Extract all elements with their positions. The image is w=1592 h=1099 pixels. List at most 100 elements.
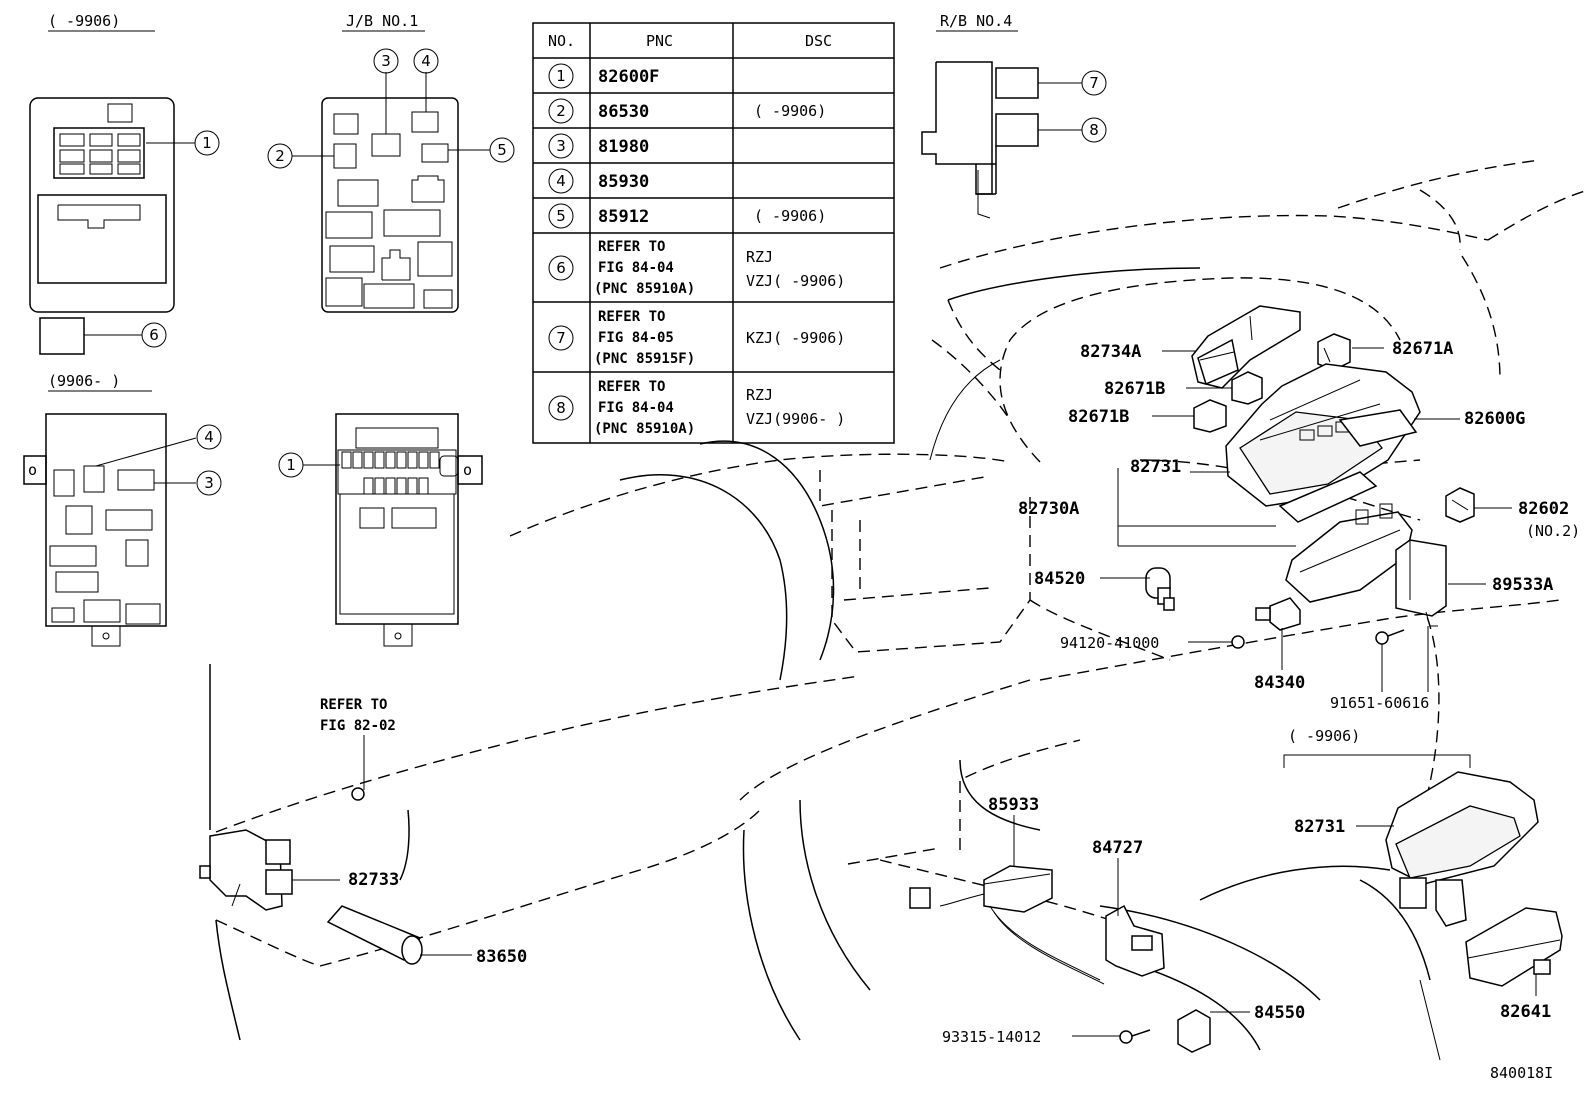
label-83650: 83650 — [476, 947, 527, 967]
callout-5: 5 — [497, 141, 507, 159]
header-rb-no4: R/B NO.4 — [940, 12, 1012, 30]
header-top-left-range: ( -9906) — [48, 12, 120, 30]
callout-3-late: 3 — [204, 474, 214, 492]
table-row-pnc: FIG 84-05 — [598, 330, 674, 346]
label-82733: 82733 — [348, 870, 399, 890]
diagram-code: 840018I — [1490, 1064, 1553, 1082]
part-82600G-junction-block — [1225, 363, 1421, 507]
table-row-pnc: FIG 84-04 — [598, 400, 674, 416]
label-82641: 82641 — [1500, 1002, 1551, 1022]
part-84520-switch — [1145, 567, 1175, 611]
part-82734A-relay — [1191, 305, 1301, 389]
part-refer-bolt — [351, 787, 365, 801]
table-row-pnc: 81980 — [598, 137, 649, 157]
table-row-number: 1 — [556, 67, 566, 85]
junction-block-late: o 4 3 — [23, 413, 222, 647]
table-row-pnc: (PNC 85910A) — [594, 281, 695, 297]
callout-4-late: 4 — [204, 428, 214, 446]
junction-block-early: 1 6 — [29, 97, 220, 355]
relay-block-late: o 1 — [278, 413, 483, 647]
part-84550-switch — [1177, 1009, 1211, 1053]
label-82671A: 82671A — [1392, 339, 1453, 359]
table-row-pnc: REFER TO — [598, 309, 665, 325]
part-83650-lighter — [326, 905, 423, 965]
table-row-pnc: 85912 — [598, 207, 649, 227]
table-row-dsc: RZJ — [746, 248, 773, 266]
callout-6: 6 — [149, 326, 159, 344]
label-fig-82-02: FIG 82-02 — [320, 718, 396, 734]
pnc-table: NO. PNC DSC 1 82600F 2 86530 ( -9906) 3 … — [532, 22, 895, 444]
callout-4: 4 — [421, 52, 431, 70]
dashboard-solid — [209, 267, 1441, 1061]
callout-7: 7 — [1089, 74, 1099, 92]
label-89533A: 89533A — [1492, 575, 1553, 595]
table-row-pnc: REFER TO — [598, 379, 665, 395]
label-94120-41000: 94120-41000 — [1060, 634, 1159, 652]
part-84727-bracket — [1105, 904, 1165, 977]
jb-no1: 3 4 2 5 — [267, 48, 515, 313]
table-row-number: 4 — [556, 172, 566, 190]
table-row-dsc: RZJ — [746, 386, 773, 404]
part-82641-module — [1465, 907, 1563, 987]
part-82731-module — [1278, 471, 1378, 523]
label-82600G: 82600G — [1464, 409, 1525, 429]
part-89533A-control-unit — [1395, 539, 1447, 627]
header-bottom-right-range: ( -9906) — [1288, 727, 1360, 745]
label-85933: 85933 — [988, 795, 1039, 815]
table-row-pnc: 85930 — [598, 172, 649, 192]
col-header-no: NO. — [548, 32, 575, 50]
label-82730A: 82730A — [1018, 499, 1079, 519]
table-row-dsc: VZJ( -9906) — [746, 272, 845, 290]
leader-lines — [292, 347, 1537, 1037]
part-82733-relay-block — [199, 829, 293, 911]
label-84520: 84520 — [1034, 569, 1085, 589]
part-82602-relay — [1445, 487, 1475, 523]
label-82602-sub: (NO.2) — [1526, 522, 1580, 540]
table-row-number: 7 — [556, 329, 566, 347]
table-row-number: 8 — [556, 399, 566, 417]
table-row-number: 6 — [556, 259, 566, 277]
callout-2: 2 — [275, 147, 285, 165]
table-row-number: 3 — [556, 137, 566, 155]
table-row-pnc: FIG 84-04 — [598, 260, 674, 276]
part-84340-switch — [1255, 597, 1301, 631]
table-row-number: 2 — [556, 102, 566, 120]
part-82671B-relay-2 — [1193, 399, 1227, 433]
label-84727: 84727 — [1092, 838, 1143, 858]
part-91651-bolt — [1375, 629, 1405, 645]
label-82602: 82602 — [1518, 499, 1569, 519]
label-91651-60616: 91651-60616 — [1330, 694, 1429, 712]
label-84550: 84550 — [1254, 1003, 1305, 1023]
callout-8: 8 — [1089, 121, 1099, 139]
svg-text:o: o — [28, 461, 37, 479]
label-82671B-1: 82671B — [1104, 379, 1165, 399]
table-row-pnc: (PNC 85910A) — [594, 421, 695, 437]
callout-3: 3 — [381, 52, 391, 70]
col-header-dsc: DSC — [805, 32, 832, 50]
part-82671A-relay — [1317, 333, 1351, 371]
label-82731-bottom: 82731 — [1294, 817, 1345, 837]
table-row-pnc: REFER TO — [598, 239, 665, 255]
callout-1-late: 1 — [286, 456, 296, 474]
part-94120-nut — [1231, 635, 1245, 649]
callout-1: 1 — [202, 134, 212, 152]
label-82731-top: 82731 — [1130, 457, 1181, 477]
header-jb-no1: J/B NO.1 — [346, 12, 418, 30]
part-82731-module-early — [1385, 771, 1539, 927]
rb-no4: 7 8 — [921, 61, 1107, 219]
table-row-pnc: (PNC 85915F) — [594, 351, 695, 367]
part-82671B-relay-1 — [1231, 371, 1263, 405]
table-row-dsc: ( -9906) — [754, 207, 826, 225]
header-mid-left-range: (9906- ) — [48, 372, 120, 390]
table-row-number: 5 — [556, 207, 566, 225]
label-84340: 84340 — [1254, 673, 1305, 693]
table-row-dsc: KZJ( -9906) — [746, 329, 845, 347]
label-82734A: 82734A — [1080, 342, 1141, 362]
table-row-dsc: ( -9906) — [754, 102, 826, 120]
svg-text:o: o — [463, 461, 472, 479]
part-93315-screw — [1119, 1029, 1151, 1044]
label-82671B-2: 82671B — [1068, 407, 1129, 427]
table-row-dsc: VZJ(9906- ) — [746, 410, 845, 428]
label-refer-to: REFER TO — [320, 697, 387, 713]
